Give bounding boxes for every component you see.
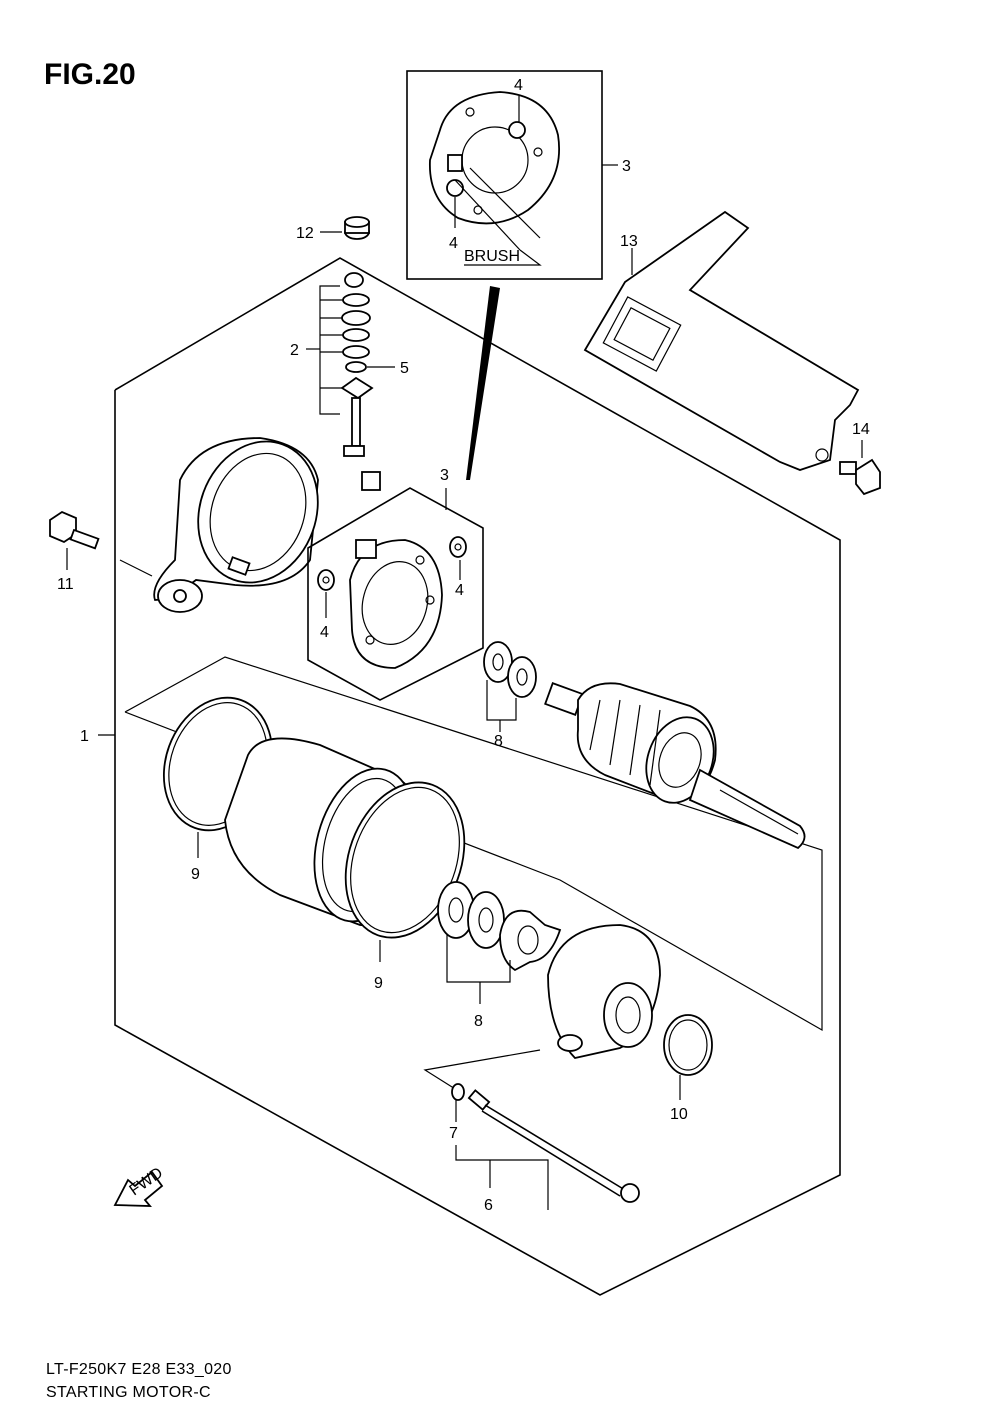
brush-pointer-1 <box>469 167 541 239</box>
callout-13: 13 <box>620 233 638 250</box>
callout-12: 12 <box>296 225 314 242</box>
bracket-8-upper <box>486 680 517 721</box>
washer-set-part-8-lower <box>437 881 562 972</box>
front-cover <box>547 924 661 1059</box>
motor-body-outline <box>124 656 823 1032</box>
figure-caption: STARTING MOTOR-C <box>46 1384 211 1401</box>
rear-cover <box>153 437 319 613</box>
brush-label-underline <box>464 249 542 266</box>
bracket-2 <box>319 285 340 415</box>
o-ring-part-10-inner <box>668 1019 708 1071</box>
callout-5: 5 <box>400 360 409 377</box>
inset-pointer-arrow <box>466 286 500 480</box>
callout-4-main-left: 4 <box>320 624 329 641</box>
callout-8-upper: 8 <box>494 733 503 750</box>
assembly-outline <box>114 257 841 1296</box>
callout-10: 10 <box>670 1106 688 1123</box>
armature <box>544 682 806 850</box>
o-ring-part-9-lower <box>344 781 466 939</box>
bolt-part-14 <box>839 458 881 496</box>
nut-part-12 <box>344 216 370 240</box>
through-bolt-centerline <box>423 1049 541 1093</box>
callout-9-lower: 9 <box>374 975 383 992</box>
o-ring-part-9-lower-inner <box>350 786 460 934</box>
washer-set-part-8-upper <box>483 641 537 698</box>
brush-spring-part-4-right <box>449 536 467 558</box>
callout-3-inset: 3 <box>622 158 631 175</box>
callout-2: 2 <box>290 342 299 359</box>
brush-plate-part-3 <box>349 539 443 669</box>
callout-4-main-right: 4 <box>455 582 464 599</box>
bolt-11-centerline <box>119 559 153 577</box>
callout-11: 11 <box>57 576 74 593</box>
callout-7: 7 <box>449 1125 458 1142</box>
brush-plate-box <box>307 487 484 701</box>
terminal-set-part-2 <box>340 272 381 491</box>
through-bolt-part-6 <box>467 1089 640 1203</box>
callout-9-upper: 9 <box>191 866 200 883</box>
callout-8-lower: 8 <box>474 1013 483 1030</box>
fwd-arrow-icon: FWD <box>113 1164 166 1207</box>
inset-brush-plate <box>429 91 560 225</box>
callout-6: 6 <box>484 1197 493 1214</box>
brush-label: BRUSH <box>464 248 520 265</box>
o-ring-part-10 <box>663 1014 713 1076</box>
brush-spring-part-4-left <box>317 569 335 591</box>
brush-pointer-2 <box>454 179 521 251</box>
callout-14: 14 <box>852 421 870 438</box>
bolt-part-11 <box>49 510 100 550</box>
callout-1: 1 <box>80 728 89 745</box>
bracket-8-lower <box>446 935 511 983</box>
callout-4-inset-bottom: 4 <box>449 235 458 252</box>
washer-part-7 <box>451 1083 465 1101</box>
cover-plate-part-13 <box>583 210 860 471</box>
callout-4-inset-top: 4 <box>514 77 523 94</box>
bracket-6 <box>455 1145 549 1210</box>
figure-title: FIG.20 <box>44 58 136 91</box>
callout-3-main: 3 <box>440 467 449 484</box>
model-code: LT-F250K7 E28 E33_020 <box>46 1361 232 1378</box>
brush-inset-box <box>406 70 603 280</box>
